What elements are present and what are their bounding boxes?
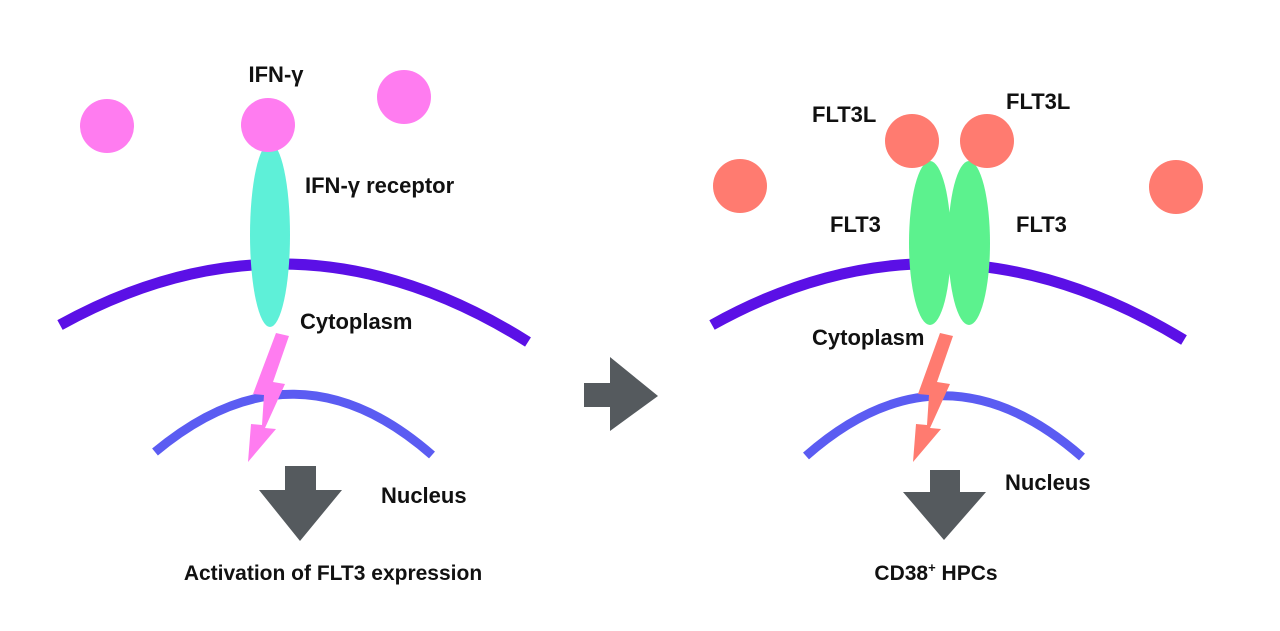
left-outcome-label: Activation of FLT3 expression [184,562,482,585]
right-down-arrow-icon [903,470,986,540]
ifn-gamma-ligand-free-right [377,70,431,124]
left-panel: IFN-γ IFN-γ receptor Cytoplasm Nucleus A… [57,62,531,585]
right-outcome-label: CD38+ HPCs [874,560,997,585]
right-nucleus-label: Nucleus [1005,470,1091,495]
flt3-receptor-left [909,161,951,325]
outcome-plus-superscript: + [928,560,936,575]
outcome-cd38-text: CD38 [874,562,928,585]
right-cytoplasm-label: Cytoplasm [812,325,924,350]
flt3l-label-right: FLT3L [1006,89,1070,114]
flt3-receptor-right [948,161,990,325]
ifn-gamma-receptor [250,143,290,327]
right-nuclear-membrane [803,391,1085,461]
left-down-arrow-icon [259,466,342,541]
flt3l-ligand-bound-left [885,114,939,168]
flt3-label-right: FLT3 [1016,212,1067,237]
flt3l-label-left: FLT3L [812,102,876,127]
right-signal-bolt-icon [913,333,953,462]
ifn-gamma-label: IFN-γ [249,62,305,87]
left-nucleus-label: Nucleus [381,483,467,508]
left-nuclear-membrane [152,389,435,459]
ifn-gamma-receptor-label: IFN-γ receptor [305,173,455,198]
transition-arrow-icon [584,357,658,431]
ifn-gamma-ligand-bound [241,98,295,152]
outcome-hpcs-text: HPCs [936,562,998,585]
right-panel: FLT3L FLT3L FLT3 FLT3 Cytoplasm Nucleus … [709,89,1203,585]
left-signal-bolt-icon [248,333,289,462]
flt3l-ligand-free-left [713,159,767,213]
flt3l-ligand-bound-right [960,114,1014,168]
flt3-label-left: FLT3 [830,212,881,237]
flt3l-ligand-free-right [1149,160,1203,214]
ifn-gamma-ligand-free-left [80,99,134,153]
left-cell-membrane [57,258,531,347]
left-cytoplasm-label: Cytoplasm [300,309,412,334]
